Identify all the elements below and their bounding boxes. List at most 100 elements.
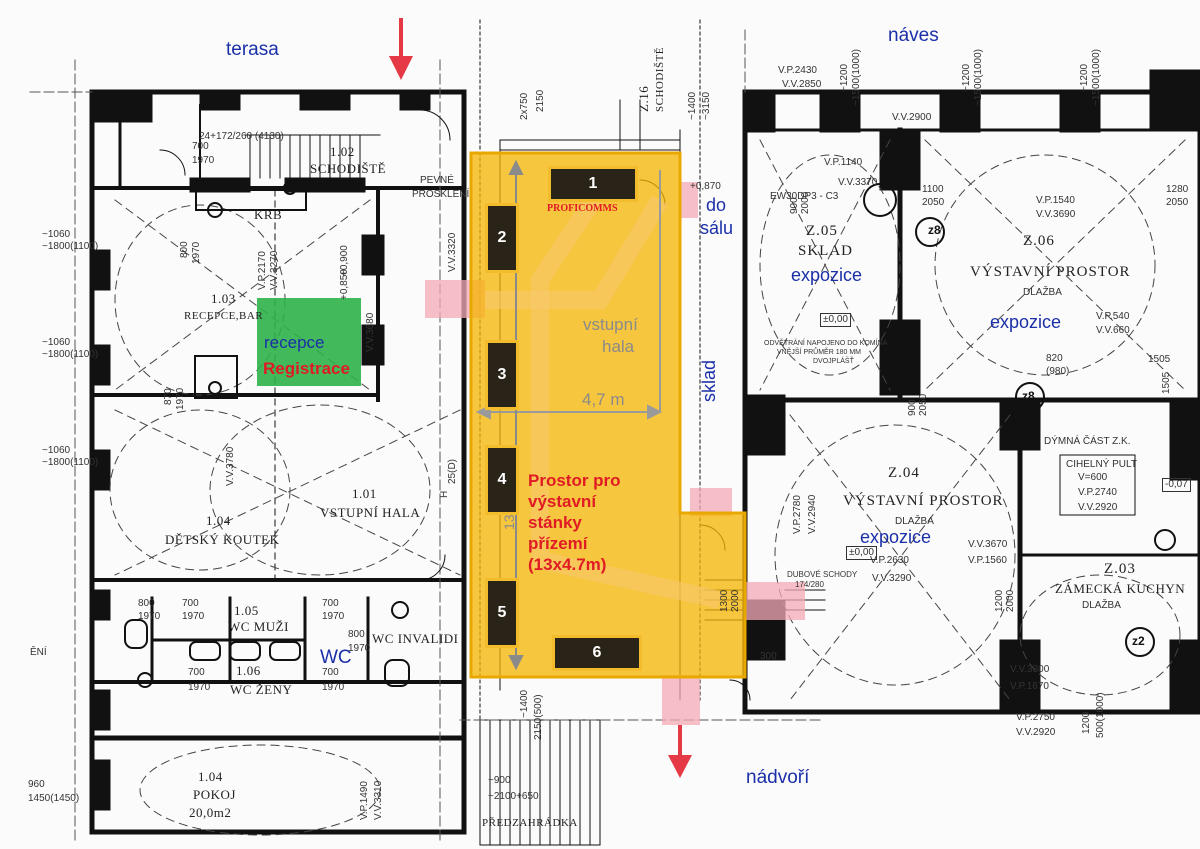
room-104b-area: 20,0m2	[189, 805, 232, 820]
dim-d2050c: 2050	[918, 393, 929, 416]
dim-d1970d: 1970	[188, 682, 211, 693]
stand-6[interactable]: 6	[552, 635, 642, 671]
hall-label-hala: hala	[602, 337, 635, 356]
dim-vv3270: V.V.3270	[269, 250, 280, 290]
dim-d1970b: 1970	[322, 611, 345, 622]
dim-d870: 870	[163, 388, 174, 405]
dim-d1970h: 1970	[191, 241, 202, 264]
hall-label-vstupni: vstupní	[583, 315, 638, 334]
dim-vp1540: V.P.1540	[1036, 195, 1075, 206]
room-z05-number: Z.05	[806, 223, 838, 239]
dim-vv2850: V.V.2850	[782, 79, 822, 90]
annotation-do: do	[706, 195, 727, 215]
orientation-label-terasa: terasa	[226, 39, 279, 60]
exhibition-label-line-2: výstavní	[528, 492, 597, 511]
marker-z8b: z8	[1022, 389, 1035, 403]
dim-d700c: 700	[188, 667, 205, 678]
dim-vp2780: V.P.2780	[792, 495, 803, 534]
dim-d700b: 700	[322, 598, 339, 609]
exhibition-label-line-1: Prostor pro	[528, 471, 621, 490]
stand-5[interactable]: 5	[485, 578, 519, 648]
room-105-name: WC MUŽI	[228, 619, 289, 634]
dim-d800e: 800	[138, 598, 155, 609]
dim-vv2900: V.V.2900	[892, 112, 932, 123]
dim-d1200c: 1200	[994, 589, 1005, 612]
room-z03-name: ZÁMECKÁ KUCHYN	[1055, 581, 1186, 596]
stand-3[interactable]: 3	[485, 340, 519, 410]
room-106-name: WC ŽENY	[230, 682, 293, 697]
level-z05: ±0,00	[820, 313, 851, 327]
dim-vv3290: V.V.3290	[872, 573, 912, 584]
odvetrani-2: VNĚJŠÍ PRŮMĚR 180 MM	[777, 349, 862, 356]
room-103-number: 1.03	[211, 291, 236, 306]
dim-d1280: 1280	[1166, 184, 1189, 195]
room-104b-number: 1.04	[198, 769, 223, 784]
dim-d820: 820	[1046, 353, 1063, 364]
dim-d900c: ~900	[488, 775, 511, 786]
dim-dt1b: ~1500(1000)	[851, 49, 862, 106]
dim-dt3: ~1200	[1079, 63, 1090, 92]
dim-vp1490: V.P.1490	[359, 781, 370, 820]
room-z06-name: VÝSTAVNÍ PROSTOR	[970, 264, 1131, 280]
room-106-number: 1.06	[236, 663, 261, 678]
stand-1-company: PROFICOMMS	[547, 203, 618, 214]
orientation-label-nadvori: nádvoří	[746, 767, 810, 788]
dim-dh: H	[439, 490, 450, 498]
room-102-name: SCHODIŠTĚ	[310, 161, 387, 176]
dim-d4: 960	[28, 779, 45, 790]
dim-d700d: 700	[322, 667, 339, 678]
stand-4[interactable]: 4	[485, 445, 519, 515]
dim-d3b: ~1800(1100)	[42, 457, 99, 468]
room-z04-floor: DLAŽBA	[895, 516, 934, 527]
dim-dt4b: ~3150	[701, 91, 712, 120]
dubove-label: DUBOVÉ SCHODY	[787, 570, 858, 579]
dim-vp2740: V.P.2740	[1078, 487, 1117, 498]
dim-d1200b: 1200	[1081, 711, 1092, 734]
level-z04: ±0,00	[846, 546, 877, 560]
dim-vv3680: V.V.3680	[365, 312, 376, 352]
dim-dt2b: ~1500(1000)	[973, 49, 984, 106]
dim-vv2920b: V.V.2920	[1016, 727, 1056, 738]
dim-d2050b: 2050	[1166, 197, 1189, 208]
predzahradka-label: PŘEDZAHRÁDKA	[482, 817, 578, 829]
dim-vv2940: V.V.2940	[807, 494, 818, 534]
dim-vv2920a: V.V.2920	[1078, 502, 1118, 513]
dim-vv3300: V.V.3300	[1010, 664, 1050, 675]
dim-d1970f: 1970	[138, 611, 161, 622]
dim-d2150: 2150	[535, 89, 546, 112]
dim-d300: 300	[760, 651, 777, 662]
dim-d2100: ~2100+650	[488, 791, 539, 802]
edge-text: ĚNÍ	[30, 647, 47, 658]
room-101-number: 1.01	[352, 486, 377, 501]
dim-d1970c: 1970	[348, 643, 371, 654]
stand-2[interactable]: 2	[485, 203, 519, 273]
room-z16-number: Z.16	[636, 85, 651, 112]
exhibition-label-line-3: stánky	[528, 513, 582, 532]
dim-vp1140: V.P.1140	[824, 157, 863, 168]
dim-d2b: ~1800(1100)	[42, 349, 99, 360]
stand-1[interactable]: 1	[548, 166, 638, 202]
room-z06-floor: DLAŽBA	[1023, 287, 1062, 298]
marker-z2: z2	[1132, 634, 1145, 648]
dim-d1b: ~1800(1100)	[42, 241, 99, 252]
dim-vp540: V.P.540	[1096, 311, 1130, 322]
dim-vv3690: V.V.3690	[1036, 209, 1076, 220]
dim-d2050a: 2050	[922, 197, 945, 208]
room-104-name: DĚTSKÝ KOUTEK	[165, 532, 280, 547]
cihelny-v-label: V=600	[1078, 472, 1108, 483]
dim-d2150b: 2150(500)	[533, 694, 544, 740]
exhibition-label-line-5: (13x4.7m)	[528, 555, 607, 574]
room-104b-name: POKOJ	[193, 787, 236, 802]
odvetrani-3: DVOJPLÁŠŤ	[813, 358, 854, 365]
dim-vp1670: V.P.1670	[1010, 681, 1049, 692]
label-expozice-z04: expozice	[860, 527, 932, 547]
dim-d800c: 800	[348, 629, 365, 640]
cihelny-label: CIHELNÝ PULT	[1066, 459, 1137, 470]
krb-label: KRB	[254, 207, 283, 222]
dim-dt2: ~1200	[961, 63, 972, 92]
room-105-number: 1.05	[234, 603, 259, 618]
dim-d1400: ~1400	[519, 689, 530, 718]
annotation-sklad: sklad	[699, 359, 719, 402]
dim-vp2170: V.P.2170	[257, 251, 268, 290]
